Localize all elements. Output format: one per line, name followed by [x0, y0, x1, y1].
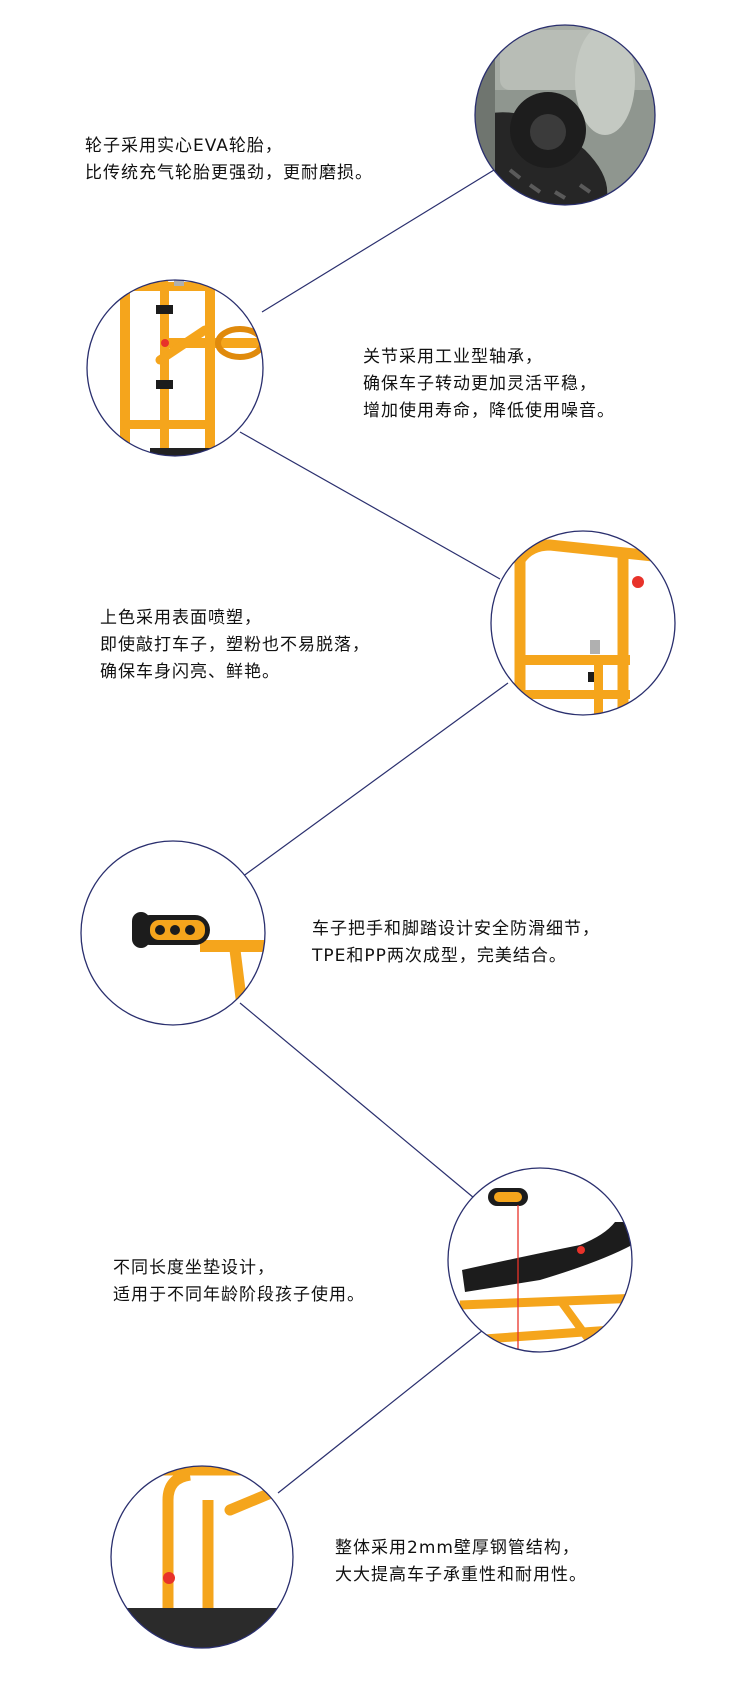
- caption-seat-line-2: 适用于不同年龄阶段孩子使用。: [113, 1285, 365, 1305]
- caption-bearing-line-1: 关节采用工业型轴承，: [363, 347, 543, 367]
- seat-detail-image: [447, 1167, 633, 1353]
- caption-coating-line-3: 确保车身闪亮、鲜艳。: [100, 662, 280, 682]
- caption-bearing-line-3: 增加使用寿命，降低使用噪音。: [363, 401, 615, 421]
- caption-coating: 上色采用表面喷塑， 即使敲打车子，塑粉也不易脱落， 确保车身闪亮、鲜艳。: [100, 605, 370, 686]
- caption-wheel: 轮子采用实心EVA轮胎， 比传统充气轮胎更强劲，更耐磨损。: [85, 133, 373, 187]
- connector-line-3: [241, 682, 509, 878]
- connector-line-2: [239, 431, 501, 580]
- connector-line-5: [277, 1329, 484, 1494]
- caption-coating-line-1: 上色采用表面喷塑，: [100, 608, 262, 628]
- caption-steel-line-1: 整体采用2mm壁厚钢管结构，: [335, 1538, 580, 1558]
- connector-lines: [239, 169, 509, 1494]
- caption-seat: 不同长度坐垫设计， 适用于不同年龄阶段孩子使用。: [113, 1255, 365, 1309]
- caption-bearing-line-2: 确保车子转动更加灵活平稳，: [363, 374, 597, 394]
- wheel-detail-image: [474, 24, 656, 206]
- caption-handle-line-2: TPE和PP两次成型，完美结合。: [312, 946, 567, 966]
- caption-handle: 车子把手和脚踏设计安全防滑细节， TPE和PP两次成型，完美结合。: [312, 916, 600, 970]
- caption-steel-line-2: 大大提高车子承重性和耐用性。: [335, 1565, 587, 1585]
- connector-line-1: [261, 169, 495, 313]
- caption-steel: 整体采用2mm壁厚钢管结构， 大大提高车子承重性和耐用性。: [335, 1535, 587, 1589]
- caption-wheel-line-1: 轮子采用实心EVA轮胎，: [85, 136, 283, 156]
- caption-wheel-line-2: 比传统充气轮胎更强劲，更耐磨损。: [85, 163, 373, 183]
- steel-tube-detail-image: [110, 1465, 294, 1649]
- connector-line-4: [239, 1002, 481, 1204]
- caption-coating-line-2: 即使敲打车子，塑粉也不易脱落，: [100, 635, 370, 655]
- coating-detail-image: [490, 530, 676, 716]
- caption-handle-line-1: 车子把手和脚踏设计安全防滑细节，: [312, 919, 600, 939]
- handle-detail-image: [80, 840, 266, 1026]
- caption-bearing: 关节采用工业型轴承， 确保车子转动更加灵活平稳， 增加使用寿命，降低使用噪音。: [363, 344, 615, 425]
- bearing-detail-image: [86, 279, 264, 457]
- caption-seat-line-1: 不同长度坐垫设计，: [113, 1258, 275, 1278]
